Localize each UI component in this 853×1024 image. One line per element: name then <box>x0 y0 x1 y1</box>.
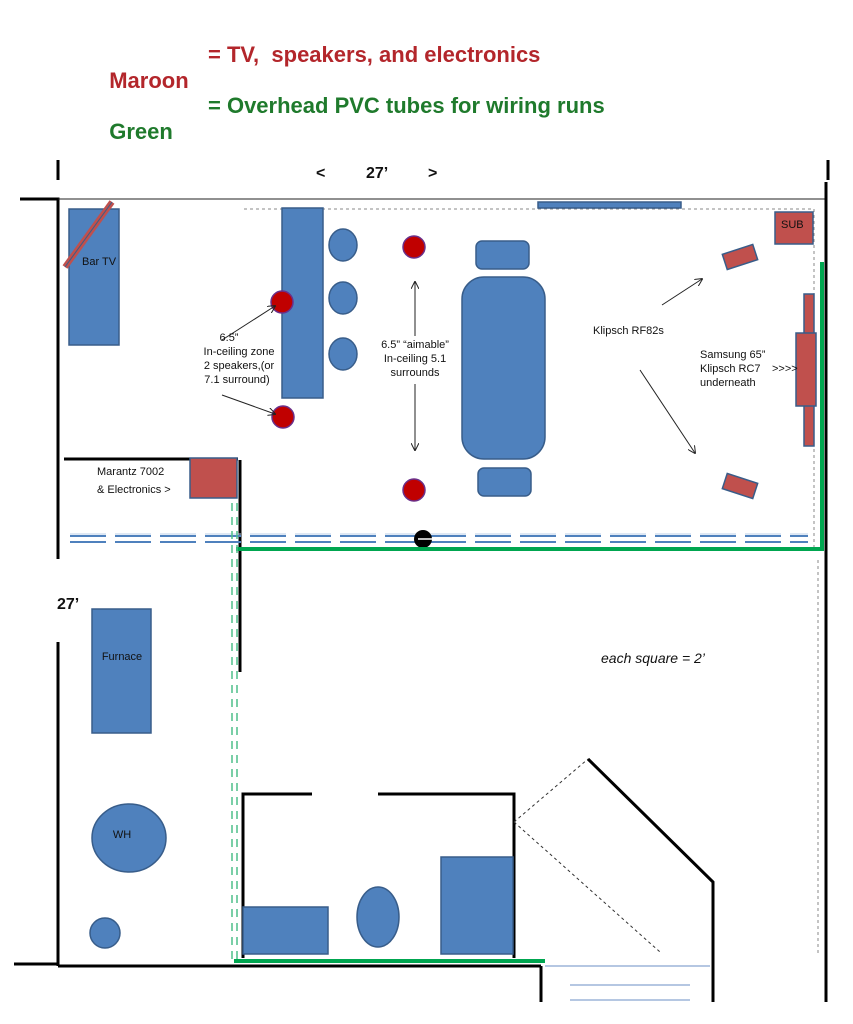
zone2-speakers-label: 6.5” In-ceiling zone 2 speakers,(or 7.1 … <box>204 332 275 386</box>
bar-tv-label: Bar TV <box>82 256 117 268</box>
front-speaker-left <box>721 243 759 271</box>
svg-text:2 speakers,(or: 2 speakers,(or <box>204 360 275 372</box>
marantz-label-line2: & Electronics > <box>97 484 171 496</box>
furnace <box>91 608 152 734</box>
svg-text:Klipsch RC7: Klipsch RC7 <box>700 363 761 375</box>
duct-run <box>70 533 808 543</box>
subwoofer-label: SUB <box>781 219 804 231</box>
svg-text:In-ceiling zone: In-ceiling zone <box>204 346 275 358</box>
sofa <box>461 276 546 460</box>
surround-speaker <box>402 478 426 502</box>
window <box>537 201 682 209</box>
ottoman <box>475 240 530 270</box>
reference-lines <box>244 208 819 1001</box>
svg-text:>>>>: >>>> <box>772 363 798 375</box>
svg-text:In-ceiling 5.1: In-ceiling 5.1 <box>384 353 446 365</box>
subwoofer <box>774 211 814 245</box>
width-arrow-left: < <box>316 165 325 182</box>
zone2-speaker <box>270 290 294 314</box>
svg-text:underneath: underneath <box>700 377 756 389</box>
samsung-tv-label: Samsung 65” Klipsch RC7 >>>> underneath <box>700 349 798 389</box>
width-arrow-right: > <box>428 165 437 182</box>
svg-text:surrounds: surrounds <box>391 367 440 379</box>
svg-text:6.5”: 6.5” <box>220 332 239 344</box>
lower-furniture <box>242 906 329 955</box>
depth-dimension: 27’ <box>57 596 79 613</box>
furnace-label: Furnace <box>102 651 142 663</box>
utility-tank <box>89 917 121 949</box>
center-speaker <box>795 332 817 407</box>
svg-text:Samsung 65”: Samsung 65” <box>700 349 766 361</box>
ottoman <box>477 467 532 497</box>
svg-text:7.1 surround): 7.1 surround) <box>204 374 269 386</box>
bar-stool <box>328 337 358 371</box>
surround-speaker <box>402 235 426 259</box>
walls <box>14 182 828 1002</box>
bar-stool <box>328 228 358 262</box>
legend-green: Green = Overhead PVC tubes for wiring ru… <box>97 93 604 171</box>
legend-maroon-label: Maroon <box>109 68 189 93</box>
svg-text:6.5” “aimable”: 6.5” “aimable” <box>381 339 449 351</box>
legend-maroon-desc: = TV, speakers, and electronics <box>208 42 541 67</box>
surround-speakers-label: 6.5” “aimable” In-ceiling 5.1 surrounds <box>381 339 449 379</box>
lower-table <box>356 886 400 948</box>
marantz-label-line1: Marantz 7002 <box>97 466 164 478</box>
lower-cabinet <box>440 856 514 955</box>
water-heater-label: WH <box>113 829 131 841</box>
scale-note: each square = 2’ <box>601 650 706 666</box>
annotation-arrows <box>221 279 702 453</box>
klipsch-rf82-label: Klipsch RF82s <box>593 325 664 337</box>
legend-green-desc: = Overhead PVC tubes for wiring runs <box>208 93 605 118</box>
marantz-receiver <box>189 457 238 499</box>
width-dimension: 27’ <box>366 165 388 182</box>
water-heater <box>91 803 167 873</box>
bar-counter <box>68 208 120 346</box>
legend-maroon: Maroon = TV, speakers, and electronics <box>97 42 540 120</box>
front-speaker-right <box>721 472 759 500</box>
bar-stool <box>328 281 358 315</box>
legend-green-label: Green <box>109 119 173 144</box>
pvc-tubes <box>231 262 824 963</box>
zone2-speaker <box>271 405 295 429</box>
